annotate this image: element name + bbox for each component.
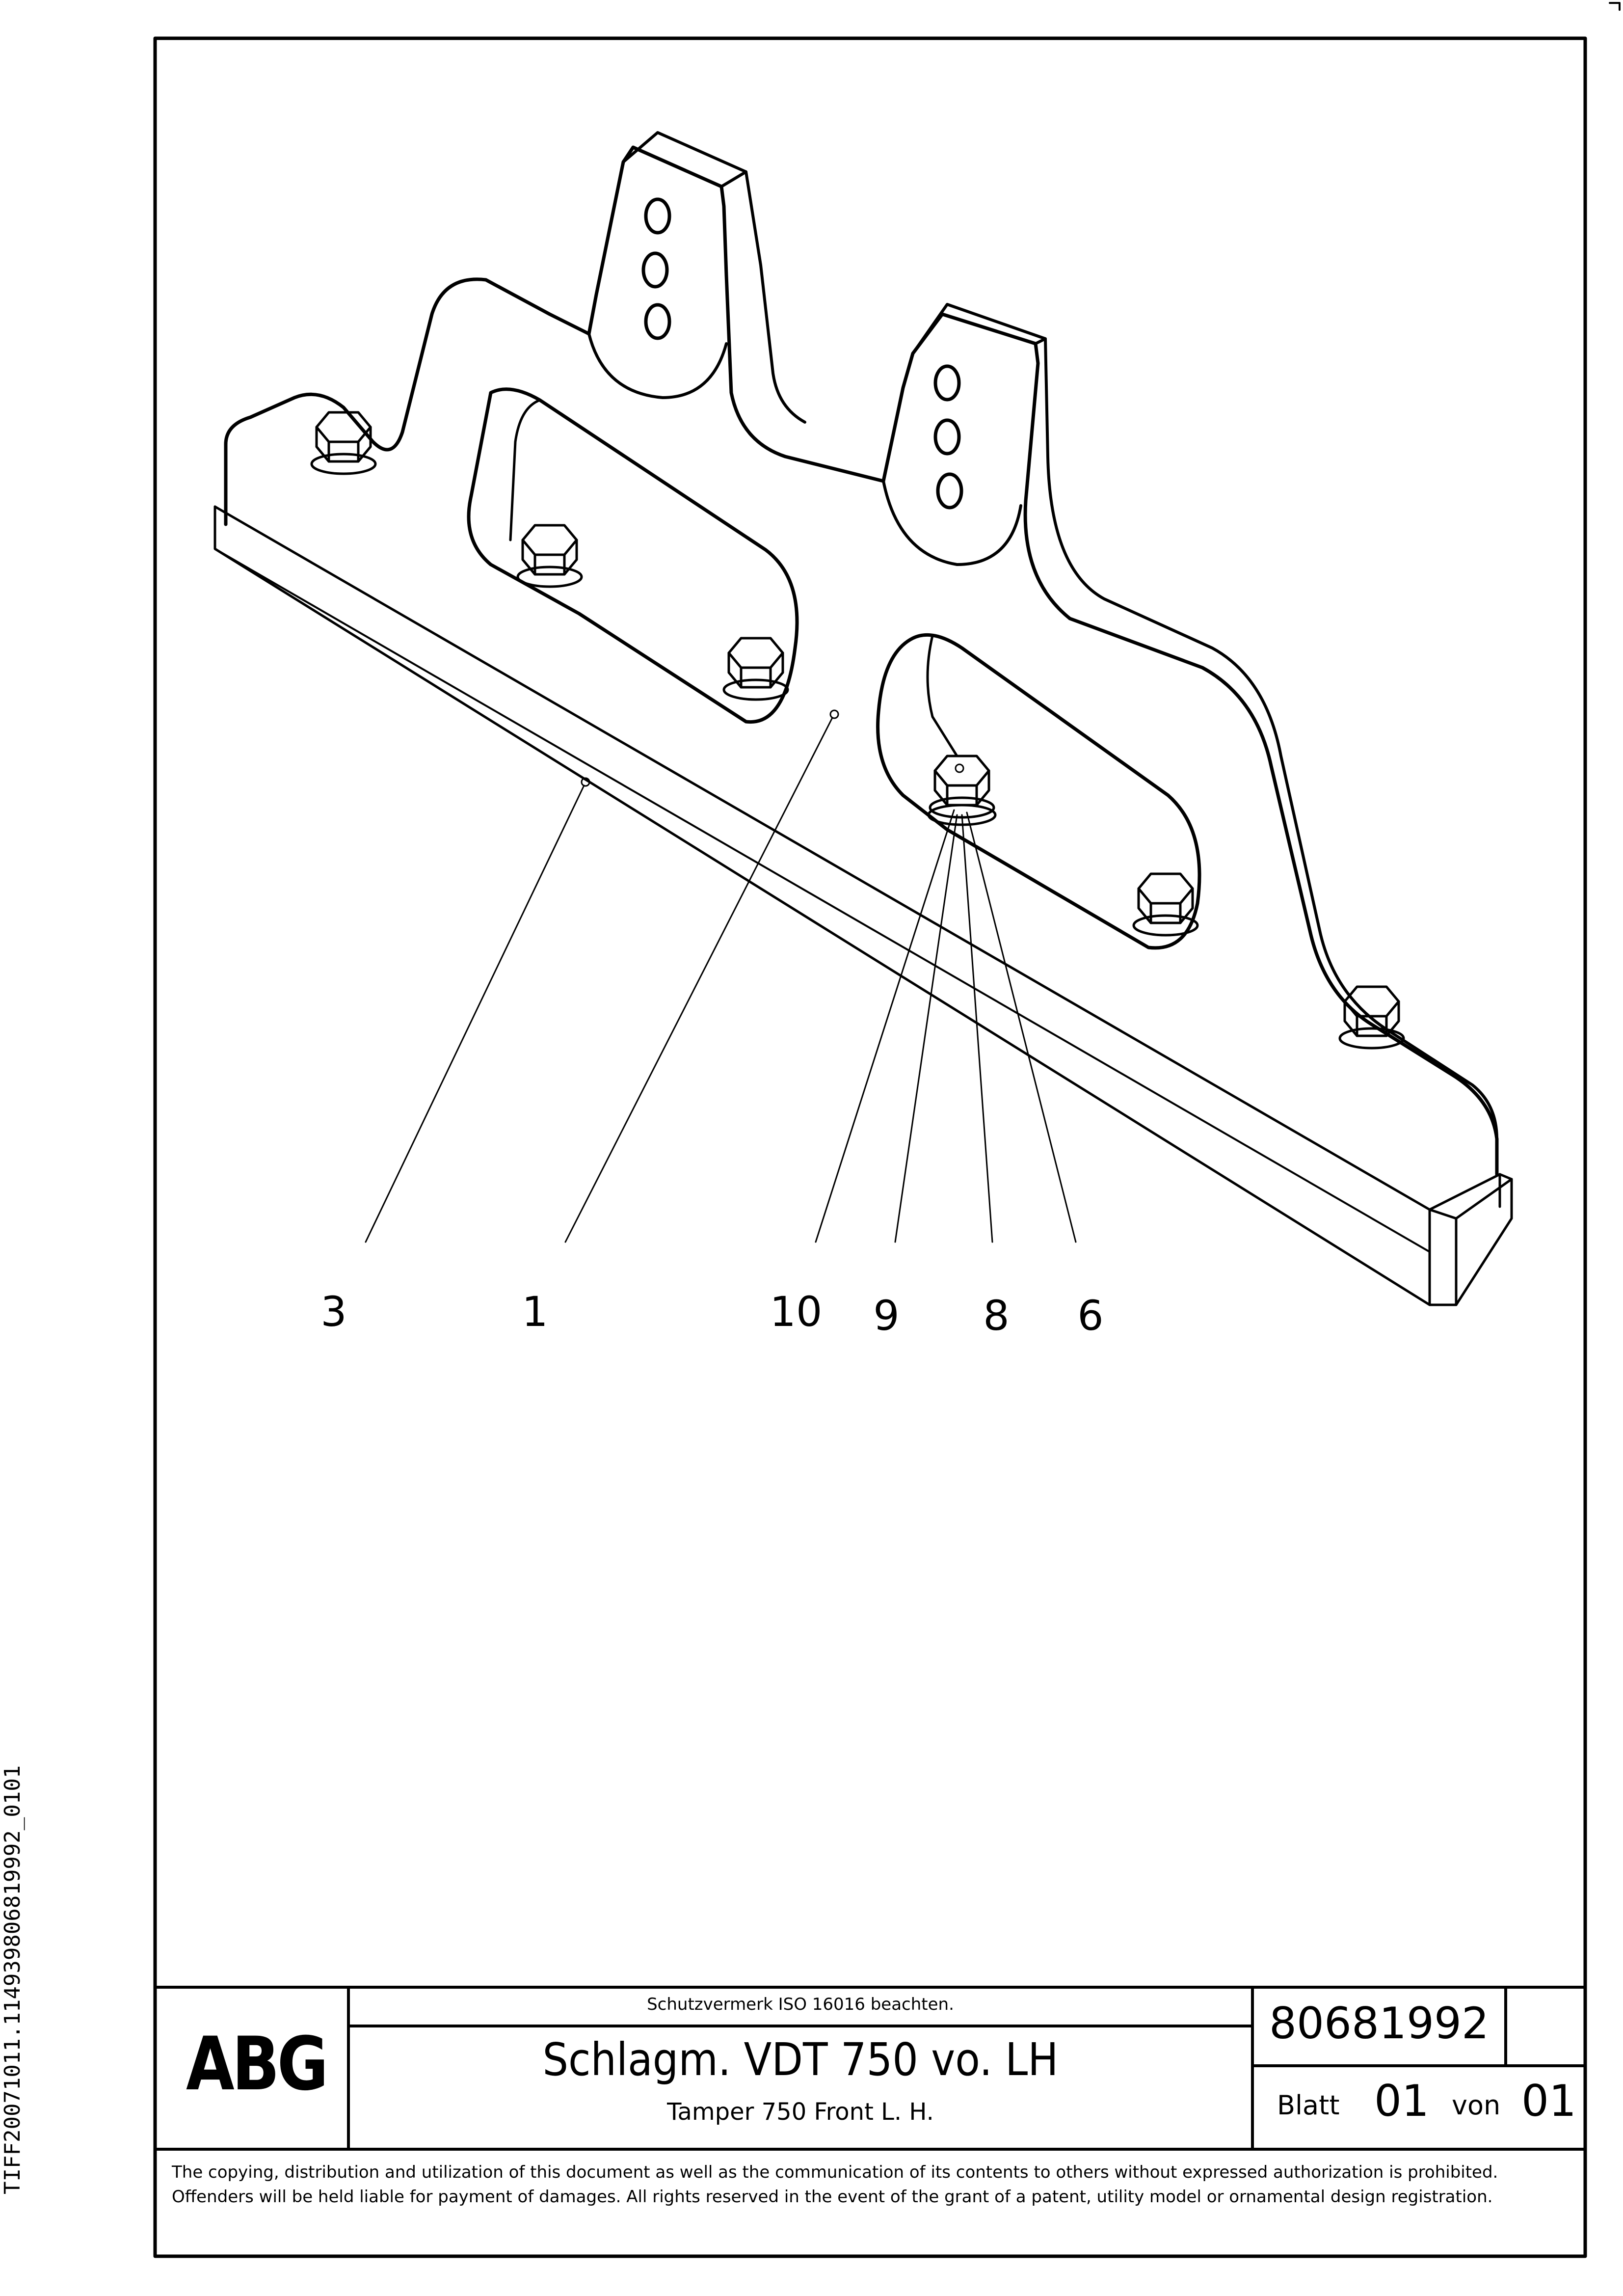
of-label: von xyxy=(1452,2090,1501,2121)
leader-lines xyxy=(365,709,1077,1243)
sheet-label: Blatt xyxy=(1277,2090,1340,2121)
sheet-number: 01 xyxy=(1374,2076,1429,2126)
side-identifier: TIFF20071011.114939806819992_0101 xyxy=(0,1765,25,2194)
callout-8: 8 xyxy=(983,1292,1010,1340)
sheet-total: 01 xyxy=(1521,2076,1576,2126)
tamper-assembly-illustration xyxy=(213,131,1513,1306)
title-german: Schlagm. VDT 750 vo. LH xyxy=(542,2033,1059,2086)
callout-10: 10 xyxy=(770,1288,823,1336)
tamper-bar xyxy=(213,505,1513,1306)
drawing-border xyxy=(153,36,1587,2258)
protection-note: Schutzvermerk ISO 16016 beachten. xyxy=(647,1995,954,2014)
callout-9: 9 xyxy=(873,1292,900,1340)
hex-bolts xyxy=(310,411,1405,1050)
bracket-plate xyxy=(224,131,1499,1176)
callout-3: 3 xyxy=(320,1288,347,1336)
drawing-number: 80681992 xyxy=(1269,1998,1489,2049)
callout-6: 6 xyxy=(1077,1292,1104,1340)
title-english: Tamper 750 Front L. H. xyxy=(667,2098,934,2126)
title-block xyxy=(154,1986,1587,2151)
copyright-notice: The copying, distribution and utilizatio… xyxy=(172,2162,1498,2207)
callout-1: 1 xyxy=(522,1288,548,1336)
abg-logo: ABG xyxy=(186,2022,328,2107)
